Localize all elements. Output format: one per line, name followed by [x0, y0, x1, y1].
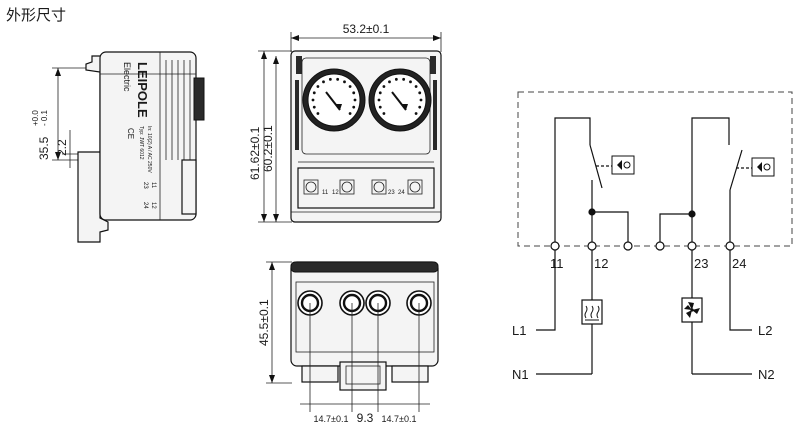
bottom-inner-frame	[295, 281, 435, 353]
dial-tick	[382, 85, 386, 88]
front-side-vents	[295, 80, 437, 150]
front-terminal-strip	[297, 167, 435, 209]
dial-right-ticks	[377, 77, 423, 115]
label-N1: N1	[512, 367, 529, 382]
dial-tick	[336, 77, 340, 81]
dial-tick	[328, 77, 332, 81]
front-terminals	[303, 179, 423, 195]
side-label-11: 11	[150, 182, 156, 189]
dial-tick	[316, 112, 320, 115]
side-ribs	[165, 60, 191, 160]
label-N2: N2	[758, 367, 775, 382]
ce-mark: CE	[126, 128, 135, 139]
dial-tick	[377, 98, 381, 102]
side-label-23: 23	[142, 182, 148, 189]
side-terminal-block	[181, 159, 197, 215]
dial-tick	[409, 80, 412, 84]
front-body-height-label: 60.2±0.1	[261, 125, 275, 172]
bottom-height-label: 45.5±0.1	[257, 299, 271, 346]
thermostat-symbol-right	[751, 157, 775, 177]
model-line: Typ: JWT 6012	[138, 126, 144, 160]
dial-tick	[402, 77, 406, 81]
front-width-label: 53.2±0.1	[343, 22, 390, 36]
brand-logo: LEIPOLE	[135, 62, 150, 118]
dial-tick	[353, 98, 357, 102]
side-height-tol-minus: - 0.1	[40, 109, 49, 126]
schematic-terminal-12: 12	[594, 256, 608, 271]
front-terminal-12: 12	[332, 190, 339, 196]
side-view: 35.5 +0.0 - 0.1 2.2 LEIPOLE Electric	[31, 51, 205, 243]
dial-tick	[414, 85, 418, 88]
schematic-terminal-24: 24	[732, 256, 746, 271]
thermostat-symbol-left	[611, 155, 635, 175]
dial-tick	[352, 91, 356, 95]
front-top-vents	[296, 56, 436, 74]
front-view: 53.2±0.1 61.62±0.1 60.2±0.1	[248, 22, 442, 223]
wiring-schematic: 11 12 23 24 L1 N1 L2 N2	[512, 91, 793, 382]
side-label-24: 24	[142, 202, 148, 209]
bottom-dim-center: 9.3	[357, 411, 374, 425]
dial-tick	[382, 112, 386, 115]
dial-tick	[388, 80, 391, 84]
side-height-label: 35.5	[37, 136, 51, 160]
front-terminal-11: 11	[322, 190, 329, 196]
side-label-12: 12	[150, 202, 156, 209]
brand-subtitle: Electric	[122, 62, 132, 92]
bottom-top-edge	[290, 261, 439, 273]
bottom-dim-right: 14.7±0.1	[382, 414, 417, 424]
contact-group-right	[659, 117, 752, 246]
dial-tick	[418, 91, 422, 95]
bottom-spacing-dimensions: 14.7±0.1 9.3 14.7±0.1	[300, 303, 430, 425]
bottom-dim-left: 14.7±0.1	[314, 414, 349, 424]
load-wiring	[536, 250, 752, 375]
dial-left-ticks	[311, 77, 357, 115]
bottom-height-dimension: 45.5±0.1	[257, 261, 292, 384]
front-height-dimensions: 61.62±0.1 60.2±0.1	[248, 50, 292, 223]
schematic-terminal-23: 23	[694, 256, 708, 271]
dial-tick	[348, 112, 352, 115]
side-label-plate: LEIPOLE Electric In: 10(2) A / AC 250V T…	[122, 62, 156, 209]
bottom-view: 45.5±0.1 14.7±0.	[257, 261, 439, 425]
front-total-height-label: 61.62±0.1	[248, 126, 262, 180]
front-terminal-24: 24	[398, 190, 405, 196]
thermostat-dial-right[interactable]	[368, 68, 432, 132]
dial-tick	[312, 105, 316, 109]
dial-tick	[311, 98, 315, 102]
front-width-dimension: 53.2±0.1	[290, 22, 442, 52]
schematic-enclosure	[517, 91, 793, 247]
dial-tick	[322, 80, 325, 84]
dial-tick	[312, 91, 316, 95]
side-knob	[193, 77, 205, 121]
front-terminal-23: 23	[388, 190, 395, 196]
side-height-tol-plus: +0.0	[31, 110, 40, 126]
dial-tick	[418, 105, 422, 109]
schematic-terminal-11: 11	[550, 256, 564, 271]
dial-tick	[348, 85, 352, 88]
dial-tick	[343, 80, 346, 84]
heater-icon	[581, 299, 603, 325]
dial-tick	[316, 85, 320, 88]
contact-group-left	[554, 117, 629, 246]
dial-tick	[378, 91, 382, 95]
side-height-dimension: 35.5 +0.0 - 0.1	[31, 67, 100, 161]
dial-tick	[352, 105, 356, 109]
label-L2: L2	[758, 323, 772, 338]
thermostat-dial-left[interactable]	[302, 68, 366, 132]
fan-icon	[681, 297, 703, 323]
bottom-din-clip	[301, 361, 429, 391]
side-offset-label: 2.2	[55, 139, 69, 156]
ratings-line: In: 10(2) A / AC 250V	[146, 126, 152, 173]
page-title: 外形尺寸	[6, 6, 67, 24]
dial-tick	[378, 105, 382, 109]
dial-tick	[419, 98, 423, 102]
dial-tick	[394, 77, 398, 81]
label-L1: L1	[512, 323, 526, 338]
dial-tick	[414, 112, 418, 115]
